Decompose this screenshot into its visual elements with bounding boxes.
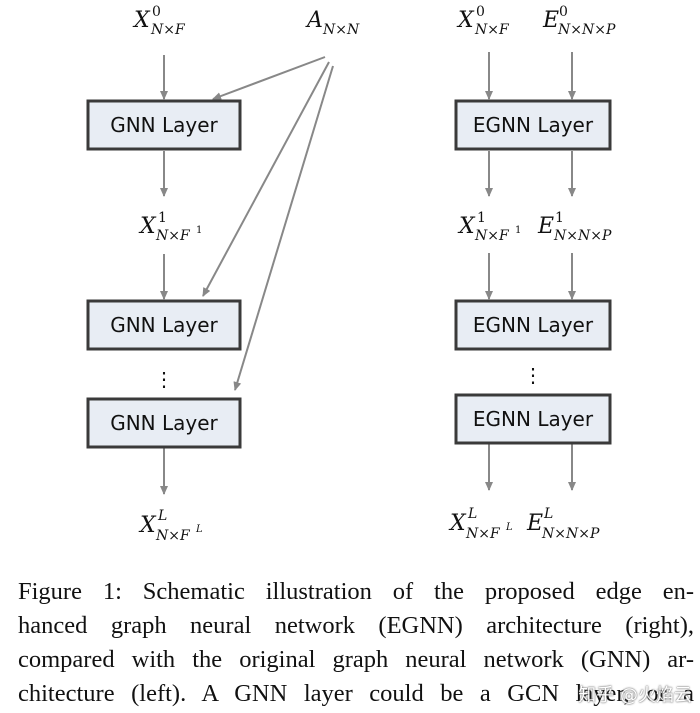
svg-text:L: L bbox=[195, 524, 203, 535]
svg-text:GNN Layer: GNN Layer bbox=[110, 113, 218, 137]
gnn-ellipsis: ⋮ bbox=[154, 367, 174, 391]
gnn-layer-box: GNN Layer bbox=[86, 397, 242, 449]
svg-text:N×N×P: N×N×P bbox=[541, 526, 600, 542]
svg-text:N×F: N×F bbox=[155, 528, 191, 544]
svg-text:N×F: N×F bbox=[474, 228, 510, 244]
arrow-a-to-gnn3 bbox=[233, 65, 334, 391]
svg-text:1: 1 bbox=[515, 225, 521, 236]
svg-text:N×N: N×N bbox=[322, 22, 360, 38]
svg-text:N×F: N×F bbox=[150, 22, 186, 38]
svg-text:EGNN Layer: EGNN Layer bbox=[473, 113, 594, 137]
svg-text:1: 1 bbox=[477, 210, 486, 226]
svg-text:X: X bbox=[448, 511, 467, 536]
egnn-input-features-label: X 0 N×F bbox=[456, 4, 510, 38]
gnn-hidden-features-label: X 1 N×F 1 bbox=[138, 210, 202, 244]
svg-text:L: L bbox=[505, 522, 513, 533]
svg-text:N×F: N×F bbox=[155, 228, 191, 244]
arrow-a-to-gnn2 bbox=[202, 61, 330, 297]
svg-text:L: L bbox=[543, 506, 553, 522]
svg-text:A: A bbox=[305, 8, 323, 33]
svg-text:1: 1 bbox=[555, 210, 564, 226]
gnn-layer-box: GNN Layer bbox=[86, 299, 242, 351]
svg-text:X: X bbox=[456, 8, 475, 33]
arrow-a-to-gnn1 bbox=[212, 56, 326, 100]
svg-text:0: 0 bbox=[152, 4, 161, 20]
egnn-hidden-features-label: X 1 N×F 1 bbox=[457, 210, 521, 244]
gnn-layer-box: GNN Layer bbox=[86, 99, 242, 151]
egnn-layer-box: EGNN Layer bbox=[454, 299, 612, 351]
svg-text:GNN Layer: GNN Layer bbox=[110, 411, 218, 435]
svg-text:N×N×P: N×N×P bbox=[557, 22, 616, 38]
adjacency-matrix-label: A N×N bbox=[305, 8, 360, 38]
egnn-output-edges-label: E L N×N×P bbox=[526, 506, 600, 542]
caption-line: compared with the original graph neural … bbox=[18, 646, 694, 673]
egnn-input-edges-label: E 0 N×N×P bbox=[542, 4, 616, 38]
figure-caption: Figure 1: Schematic illustration of the … bbox=[18, 575, 694, 711]
egnn-layer-box: EGNN Layer bbox=[454, 99, 612, 151]
svg-text:EGNN Layer: EGNN Layer bbox=[473, 407, 594, 431]
svg-text:GNN Layer: GNN Layer bbox=[110, 313, 218, 337]
svg-text:N×F: N×F bbox=[474, 22, 510, 38]
svg-text:N×N×P: N×N×P bbox=[553, 228, 612, 244]
svg-text:X: X bbox=[138, 513, 157, 538]
svg-text:X: X bbox=[132, 8, 151, 33]
svg-text:L: L bbox=[467, 506, 477, 522]
gnn-output-features-label: X L N×F L bbox=[138, 508, 203, 544]
svg-text:0: 0 bbox=[559, 4, 568, 20]
svg-text:E: E bbox=[526, 511, 543, 536]
svg-text:EGNN Layer: EGNN Layer bbox=[473, 313, 594, 337]
egnn-ellipsis: ⋮ bbox=[523, 363, 543, 387]
svg-text:0: 0 bbox=[476, 4, 485, 20]
caption-line: chitecture (left). A GNN layer could be … bbox=[18, 680, 694, 707]
egnn-layer-box: EGNN Layer bbox=[454, 393, 612, 445]
svg-text:X: X bbox=[457, 214, 476, 239]
svg-text:X: X bbox=[138, 214, 157, 239]
svg-text:1: 1 bbox=[158, 210, 167, 226]
caption-line: hanced graph neural network (EGNN) archi… bbox=[18, 612, 694, 639]
egnn-hidden-edges-label: E 1 N×N×P bbox=[537, 210, 612, 244]
svg-text:E: E bbox=[542, 8, 559, 33]
egnn-output-features-label: X L N×F L bbox=[448, 506, 513, 542]
watermark: 知乎 @火焰云 bbox=[578, 685, 692, 706]
gnn-input-features-label: X 0 N×F bbox=[132, 4, 186, 38]
caption-line: Figure 1: Schematic illustration of the … bbox=[18, 578, 694, 605]
svg-text:1: 1 bbox=[196, 225, 202, 236]
architecture-diagram: X 0 N×F A N×N GNN Layer GNN Layer ⋮ GNN … bbox=[86, 4, 616, 544]
svg-text:E: E bbox=[537, 214, 554, 239]
svg-text:N×F: N×F bbox=[465, 526, 501, 542]
svg-text:L: L bbox=[157, 508, 167, 524]
